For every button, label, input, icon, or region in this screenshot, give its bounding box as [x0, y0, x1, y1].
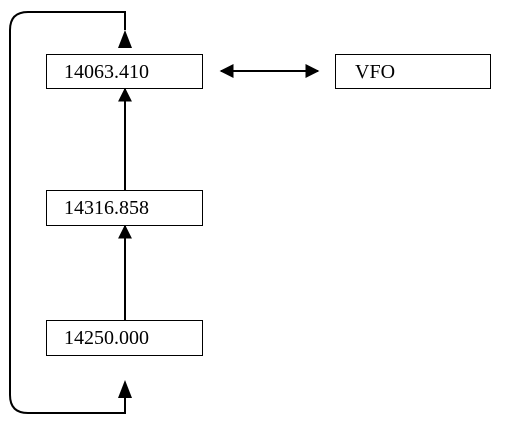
- frequency-box-bottom: 14250.000: [46, 320, 203, 356]
- frequency-box-top: 14063.410: [46, 54, 203, 89]
- frequency-label-middle: 14316.858: [64, 197, 149, 219]
- frequency-box-middle: 14316.858: [46, 190, 203, 226]
- frequency-label-top: 14063.410: [64, 60, 149, 83]
- feedback-loop-line: [9, 11, 126, 414]
- frequency-label-bottom: 14250.000: [64, 327, 149, 349]
- loop-arrowhead-top: [118, 30, 132, 48]
- vfo-box: VFO: [335, 54, 491, 89]
- loop-arrowhead-bottom: [118, 380, 132, 398]
- vfo-label: VFO: [355, 60, 396, 83]
